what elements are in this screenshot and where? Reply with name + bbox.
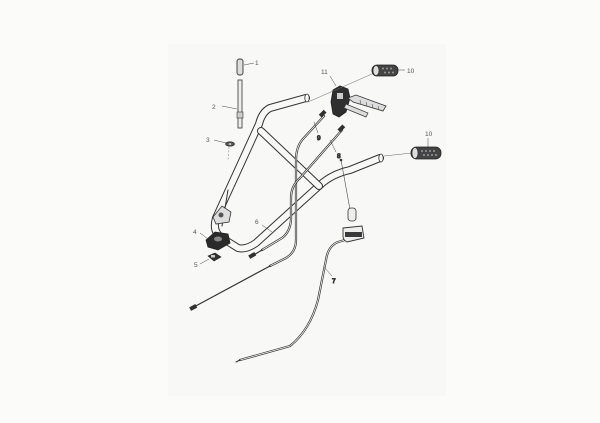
throttle-assembly: [339, 158, 365, 243]
part-10-grip-upper: 10: [371, 64, 415, 77]
part-9-control-cable: 9: [189, 109, 327, 311]
part-6-label: 6: [255, 219, 273, 233]
callout-10-lower: 10: [425, 131, 433, 138]
callout-11: 11: [321, 69, 328, 76]
callout-9: 9: [317, 135, 321, 142]
callout-7: 7: [332, 278, 336, 285]
part-11-lever-assembly: 11: [307, 69, 387, 118]
callout-1: 1: [255, 60, 259, 67]
part-2-adjustment-rod: 2: [212, 79, 244, 129]
callout-2: 2: [212, 104, 216, 111]
callout-5: 5: [194, 262, 198, 269]
callout-10-upper: 10: [407, 68, 415, 75]
part-1-handle-knob: 1: [236, 58, 259, 76]
callout-4: 4: [193, 229, 197, 236]
callout-3: 3: [206, 137, 210, 144]
part-10-grip-lower: 10: [383, 131, 442, 160]
part-8-control-cable: 8: [248, 124, 346, 259]
callout-6: 6: [255, 219, 259, 226]
part-4-mounting-bracket: 4: [193, 229, 231, 251]
part-3-washer: 3: [206, 137, 235, 161]
frame-base-plate: [212, 205, 232, 225]
callout-8: 8: [337, 153, 341, 160]
part-5-clip: 5: [194, 252, 222, 269]
part-7-throttle-cable: 7: [235, 238, 347, 363]
